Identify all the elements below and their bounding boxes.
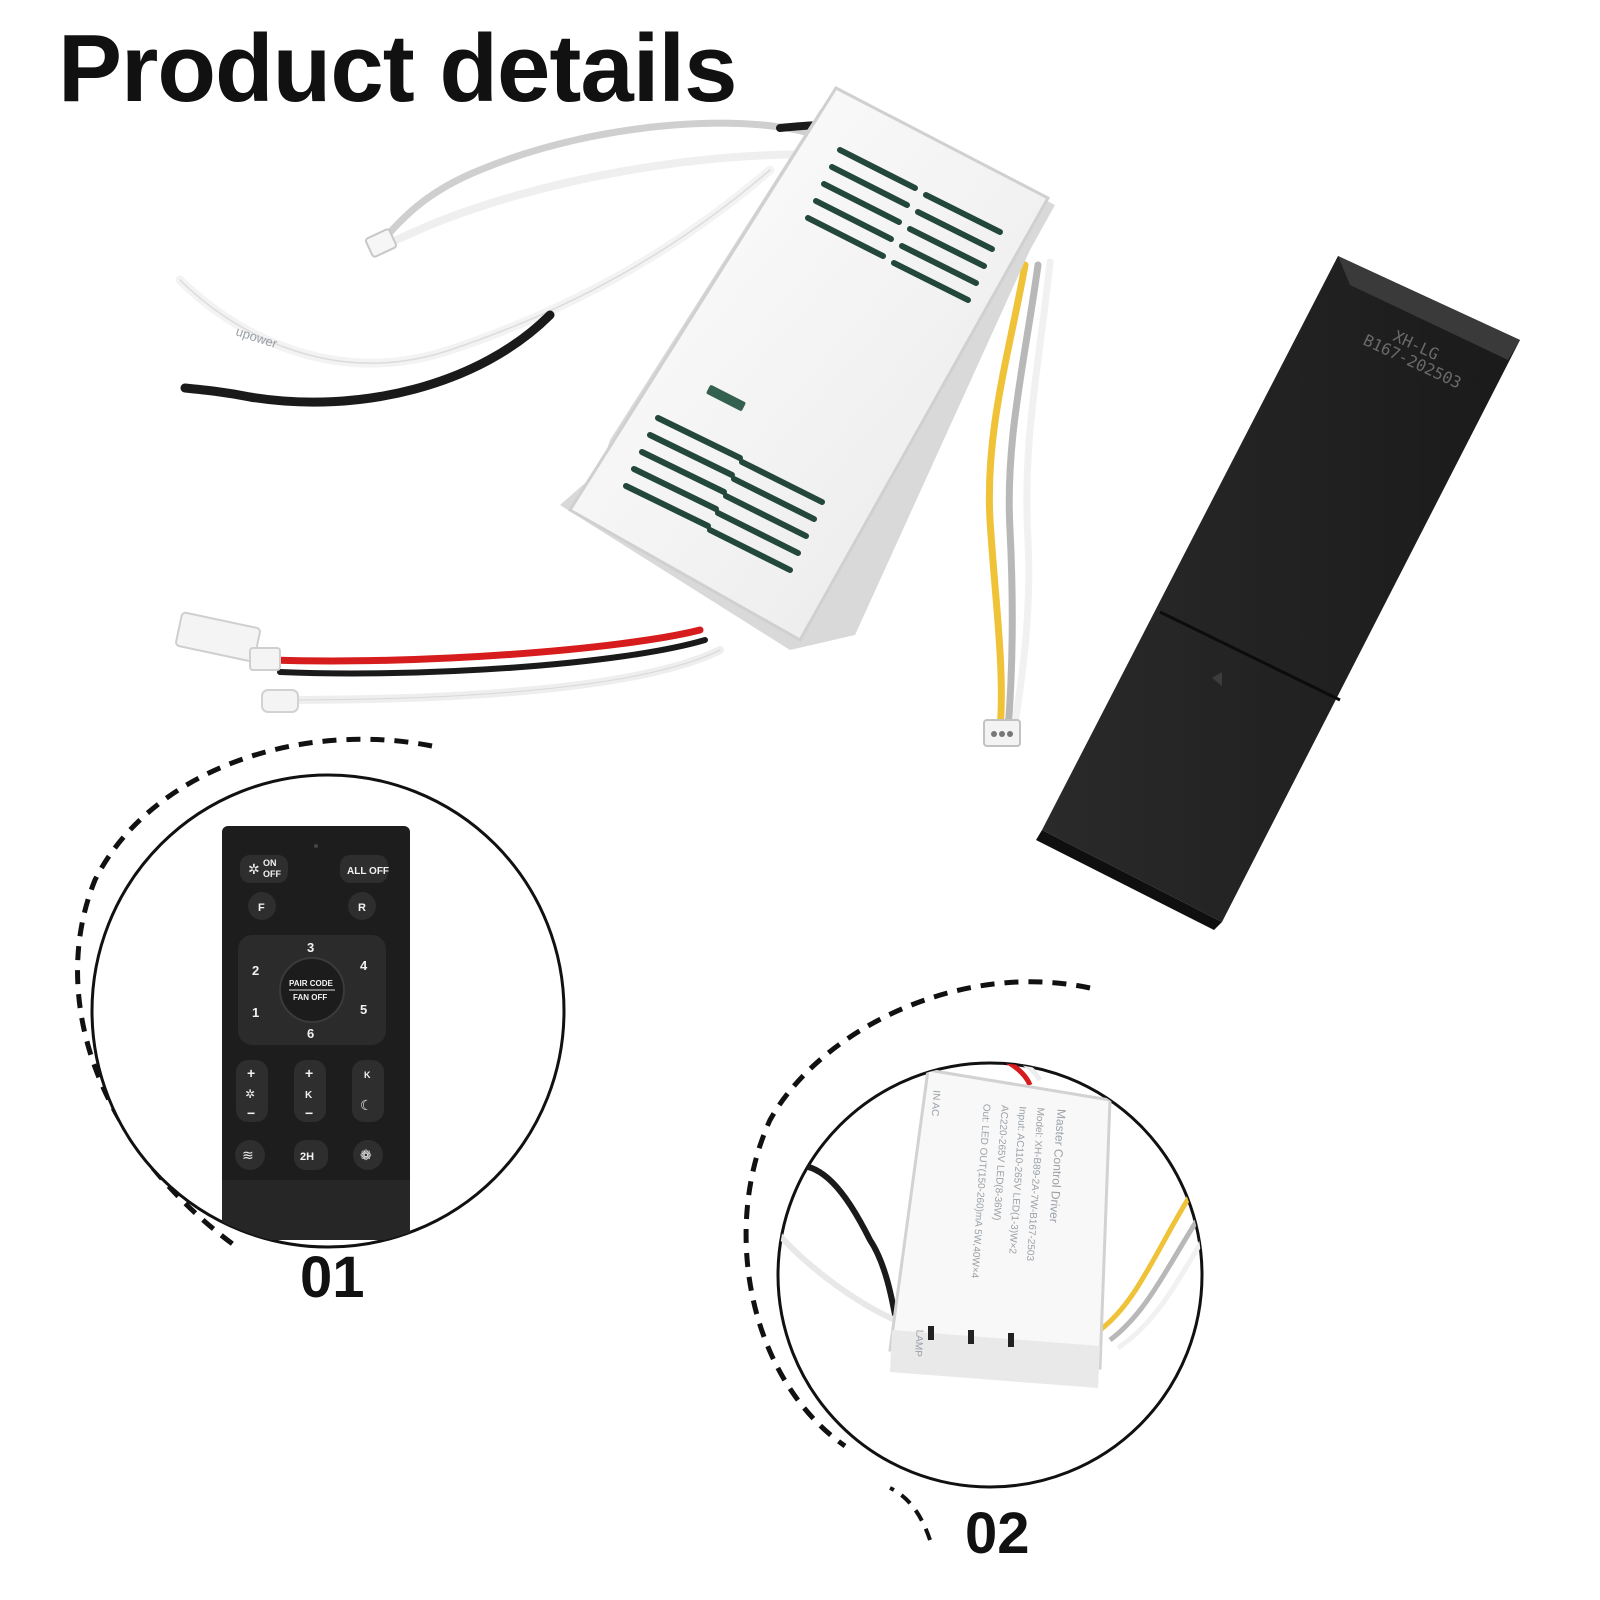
all-off-button[interactable] xyxy=(340,855,388,883)
fan-off-label: FAN OFF xyxy=(293,993,327,1002)
speed-4-label[interactable]: 4 xyxy=(360,958,368,973)
speed-5-label[interactable]: 5 xyxy=(360,1002,367,1017)
color-temp-rocker[interactable] xyxy=(294,1060,326,1122)
speed-1-label[interactable]: 1 xyxy=(252,1005,259,1020)
callout-01-number: 01 xyxy=(300,1245,365,1310)
mode-k-label: K xyxy=(364,1070,371,1080)
callout-02-dashed-arc xyxy=(743,979,1091,1449)
black-wire-bottom xyxy=(277,637,708,677)
forward-label: F xyxy=(258,902,265,914)
remote-back xyxy=(1036,256,1520,930)
wire-print: upower xyxy=(234,324,280,352)
reverse-button[interactable] xyxy=(348,892,376,920)
on-off-label-bottom: OFF xyxy=(263,869,281,879)
driver-box xyxy=(888,1068,1112,1370)
breeze-button[interactable] xyxy=(235,1140,265,1170)
reverse-label: R xyxy=(358,902,366,914)
light-mode-button[interactable] xyxy=(353,1140,383,1170)
flower-icon: ❁ xyxy=(360,1147,372,1163)
brightness-minus: − xyxy=(247,1105,255,1121)
page-title: Product details xyxy=(58,15,737,122)
callout-02-number: 02 xyxy=(965,1501,1030,1566)
moon-icon: ☾ xyxy=(360,1097,373,1113)
timer-2h-label: 2H xyxy=(300,1151,314,1163)
wire-connectors xyxy=(175,228,1021,747)
yellow-wire xyxy=(985,261,1029,734)
color-temp-k: K xyxy=(305,1090,313,1101)
night-mode-rocker[interactable] xyxy=(352,1060,384,1122)
forward-button[interactable] xyxy=(248,892,276,920)
speed-6-label[interactable]: 6 xyxy=(307,1026,314,1041)
brightness-icon: ✲ xyxy=(245,1087,255,1101)
color-temp-plus: + xyxy=(305,1065,313,1081)
on-off-button[interactable] xyxy=(240,855,288,883)
wave-icon: ≋ xyxy=(242,1147,254,1163)
gray-wire xyxy=(381,119,834,242)
speed-2-label[interactable]: 2 xyxy=(252,963,259,978)
sun-icon: ✲ xyxy=(248,861,260,877)
timer-2h-button[interactable] xyxy=(294,1140,328,1170)
pair-code-label: PAIR CODE xyxy=(289,979,334,988)
red-wire xyxy=(266,626,704,665)
driver-out-tag: LAMP xyxy=(912,1329,925,1357)
all-off-label: ALL OFF xyxy=(347,866,389,877)
speed-3-label[interactable]: 3 xyxy=(307,940,314,955)
on-off-label-top: ON xyxy=(263,858,277,868)
receiver-vents-top xyxy=(805,147,1003,303)
white-wire-right xyxy=(1010,258,1054,734)
callout-02: Master Control Driver Model: XH-B89-2A-7… xyxy=(743,979,1204,1541)
driver-in-tag: IN AC xyxy=(929,1090,942,1117)
black-wire-left xyxy=(180,310,555,407)
receiver-box xyxy=(560,86,1055,650)
color-temp-minus: − xyxy=(305,1105,313,1121)
brightness-rocker[interactable] xyxy=(236,1060,268,1122)
receiver-vents-bottom xyxy=(623,415,825,573)
callout-01: ON OFF ✲ ALL OFF F R 3 4 2 5 1 6 PAIR CO… xyxy=(75,736,566,1251)
receiver-wires xyxy=(175,119,1054,734)
white-wire-top xyxy=(378,150,839,250)
brightness-plus: + xyxy=(247,1065,255,1081)
grey-wire-right xyxy=(1004,261,1042,734)
